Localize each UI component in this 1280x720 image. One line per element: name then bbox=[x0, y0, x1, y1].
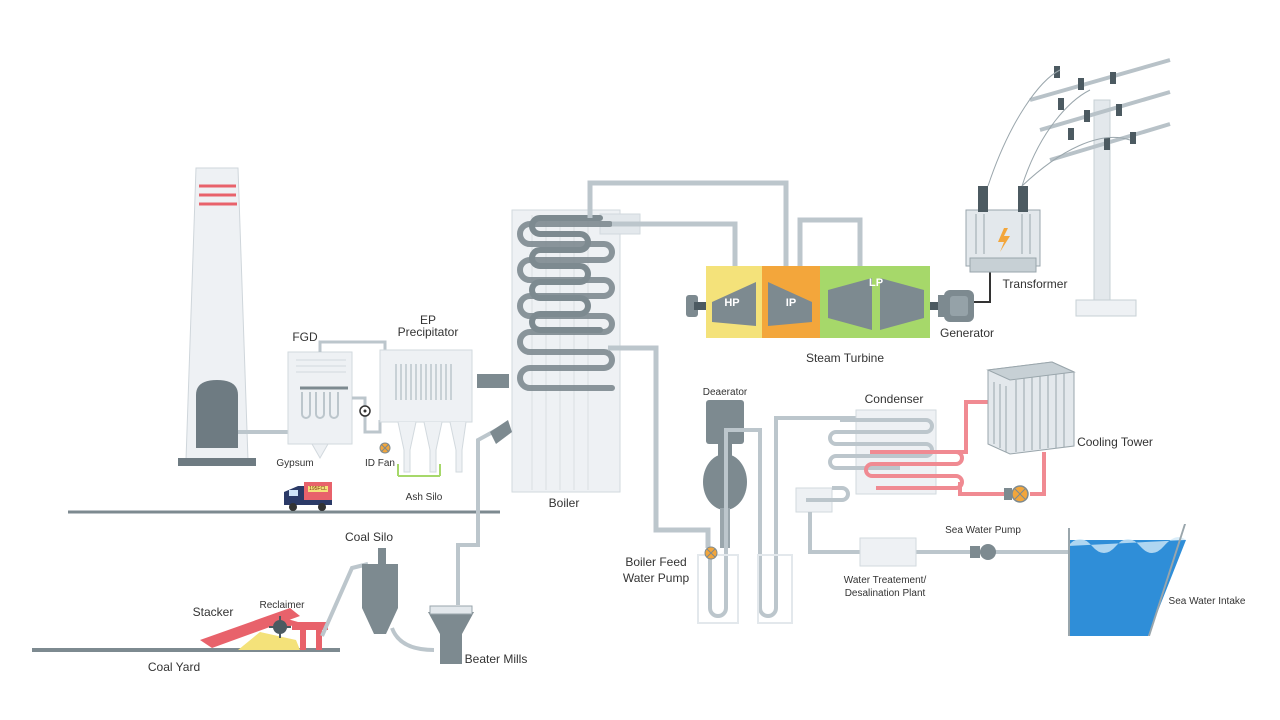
burner-nozzle bbox=[490, 420, 512, 444]
truck-plate-label: 195FCL bbox=[309, 486, 327, 492]
sea-water-pipe bbox=[808, 512, 1070, 554]
coal-silo-label: Coal Silo bbox=[345, 530, 393, 544]
fgd-label: FGD bbox=[292, 330, 318, 344]
ep-label-line1: EP bbox=[420, 313, 436, 327]
transformer-label: Transformer bbox=[1003, 277, 1068, 291]
fgd-unit bbox=[287, 351, 353, 460]
steam-turbine-label: Steam Turbine bbox=[806, 351, 884, 365]
wtp-label-line2: Desalination Plant bbox=[845, 588, 926, 599]
wtp-label-line1: Water Treatement/ bbox=[844, 575, 927, 586]
main-steam-pipe bbox=[612, 221, 738, 268]
coal-feed-duct bbox=[456, 426, 501, 605]
generator-transformer-line bbox=[974, 269, 1000, 303]
transformer-icon bbox=[965, 186, 1041, 273]
feedwater-loop-pipe bbox=[708, 416, 860, 618]
ip-lp-crossover bbox=[797, 217, 863, 268]
condenser bbox=[795, 409, 964, 513]
hotwell-box-left bbox=[697, 554, 739, 624]
ash-silo-label: Ash Silo bbox=[406, 492, 443, 503]
stacker-label: Stacker bbox=[193, 605, 234, 619]
sea-water-intake-icon bbox=[1068, 524, 1186, 636]
hp-label: HP bbox=[724, 297, 739, 309]
beater-mills-label: Beater Mills bbox=[465, 652, 528, 666]
bfwp-label-line2: Water Pump bbox=[623, 571, 690, 585]
cooling-return-pipe bbox=[1030, 452, 1046, 496]
id-fan-label: ID Fan bbox=[365, 458, 395, 469]
power-pylon-icon bbox=[987, 58, 1171, 317]
feedwater-return-pipe bbox=[608, 345, 711, 548]
fgd-id-fan-duct bbox=[352, 396, 382, 434]
gypsum-truck-icon: 195FCL bbox=[284, 482, 332, 511]
ep-precipitator bbox=[379, 349, 473, 477]
sea-water-pump-label: Sea Water Pump bbox=[945, 525, 1021, 536]
boiler-feed-pump-icon bbox=[704, 546, 718, 560]
ip-label: IP bbox=[786, 297, 796, 309]
fgd-top-duct bbox=[318, 340, 387, 356]
generator-label: Generator bbox=[940, 326, 994, 340]
coal-yard-label: Coal Yard bbox=[148, 660, 200, 674]
water-treatment-plant bbox=[859, 537, 917, 567]
id-fan-icon bbox=[379, 442, 391, 454]
steam-turbine bbox=[686, 266, 954, 338]
reheat-pipe bbox=[587, 180, 789, 268]
condenser-label: Condenser bbox=[865, 392, 924, 406]
sea-water-pump-icon bbox=[970, 544, 996, 560]
boiler-label: Boiler bbox=[549, 496, 580, 510]
coal-silo-icon bbox=[362, 548, 398, 634]
hotwell-box-right bbox=[757, 554, 793, 624]
cooling-pump-icon bbox=[1004, 485, 1029, 503]
deaerator-label: Deaerator bbox=[703, 387, 748, 398]
lp-label: LP bbox=[869, 277, 883, 289]
coal-conveyor bbox=[320, 562, 369, 637]
chimney bbox=[178, 167, 256, 466]
reclaimer-icon bbox=[269, 616, 328, 650]
boiler bbox=[511, 209, 641, 493]
stacker-icon bbox=[200, 608, 300, 650]
sea-water-intake-label: Sea Water Intake bbox=[1169, 596, 1246, 607]
bfwp-label-line1: Boiler Feed bbox=[625, 555, 686, 569]
reclaimer-label: Reclaimer bbox=[259, 600, 305, 611]
ep-to-boiler-duct bbox=[477, 374, 509, 388]
ep-label-line2: Precipitator bbox=[398, 325, 459, 339]
cooling-hot-pipe bbox=[940, 400, 990, 454]
cooling-tower-label: Cooling Tower bbox=[1077, 435, 1153, 449]
cooling-tower-icon bbox=[986, 361, 1076, 455]
silo-to-mill-pipe bbox=[390, 627, 435, 652]
cooling-return-pipe-2 bbox=[958, 482, 1012, 496]
beater-mill-icon bbox=[428, 605, 474, 664]
generator-icon bbox=[938, 290, 974, 322]
gypsum-label: Gypsum bbox=[276, 458, 313, 469]
